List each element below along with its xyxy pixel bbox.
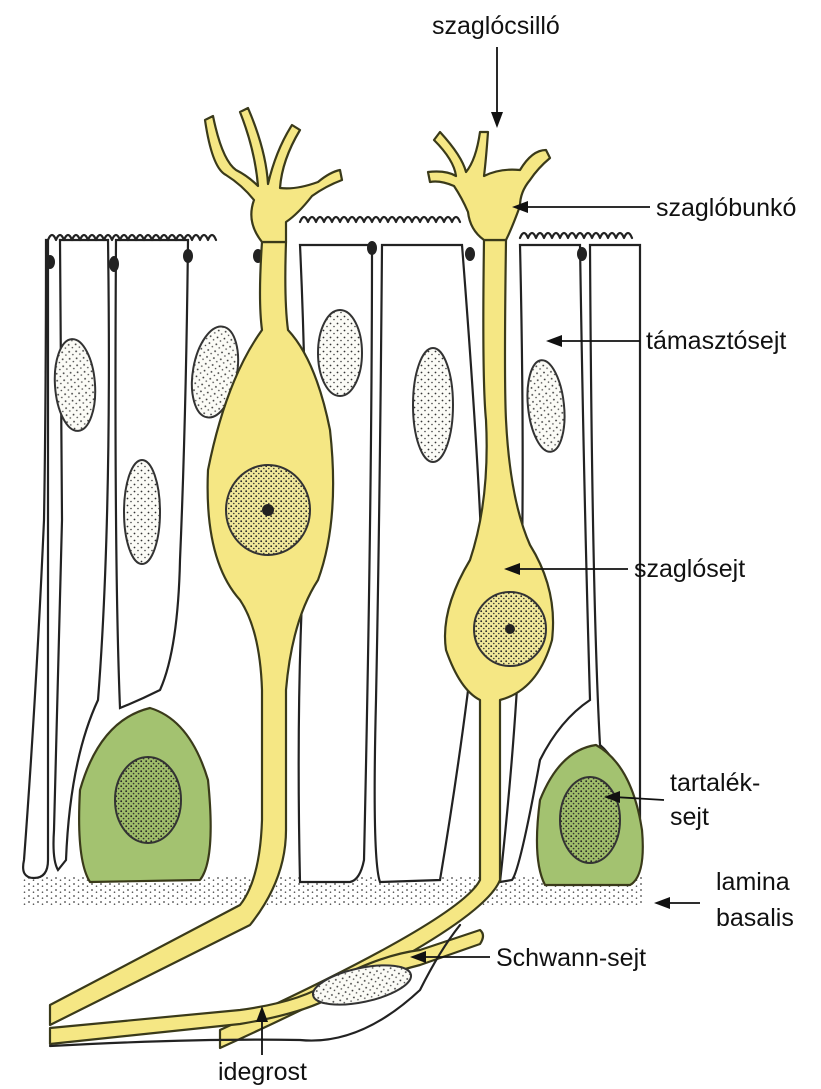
- label-reserve-cell-line1: tartalék-: [670, 769, 760, 797]
- label-supporting-cell: támasztósejt: [646, 327, 786, 355]
- label-reserve-cell-line2: sejt: [670, 803, 709, 831]
- microvilli-surface: [48, 217, 632, 240]
- label-cilia: szaglócsilló: [432, 12, 560, 40]
- label-basal-lamina-line1: lamina: [716, 868, 790, 896]
- label-nerve-fiber: idegrost: [218, 1058, 307, 1086]
- label-olfactory-cell: szaglósejt: [634, 555, 745, 583]
- supporting-cell-5: [375, 245, 482, 882]
- label-knob: szaglóbunkó: [656, 194, 796, 222]
- label-schwann-cell: Schwann-sejt: [496, 944, 646, 972]
- label-basal-lamina-line2: basalis: [716, 904, 794, 932]
- supporting-cell-1: [23, 240, 48, 878]
